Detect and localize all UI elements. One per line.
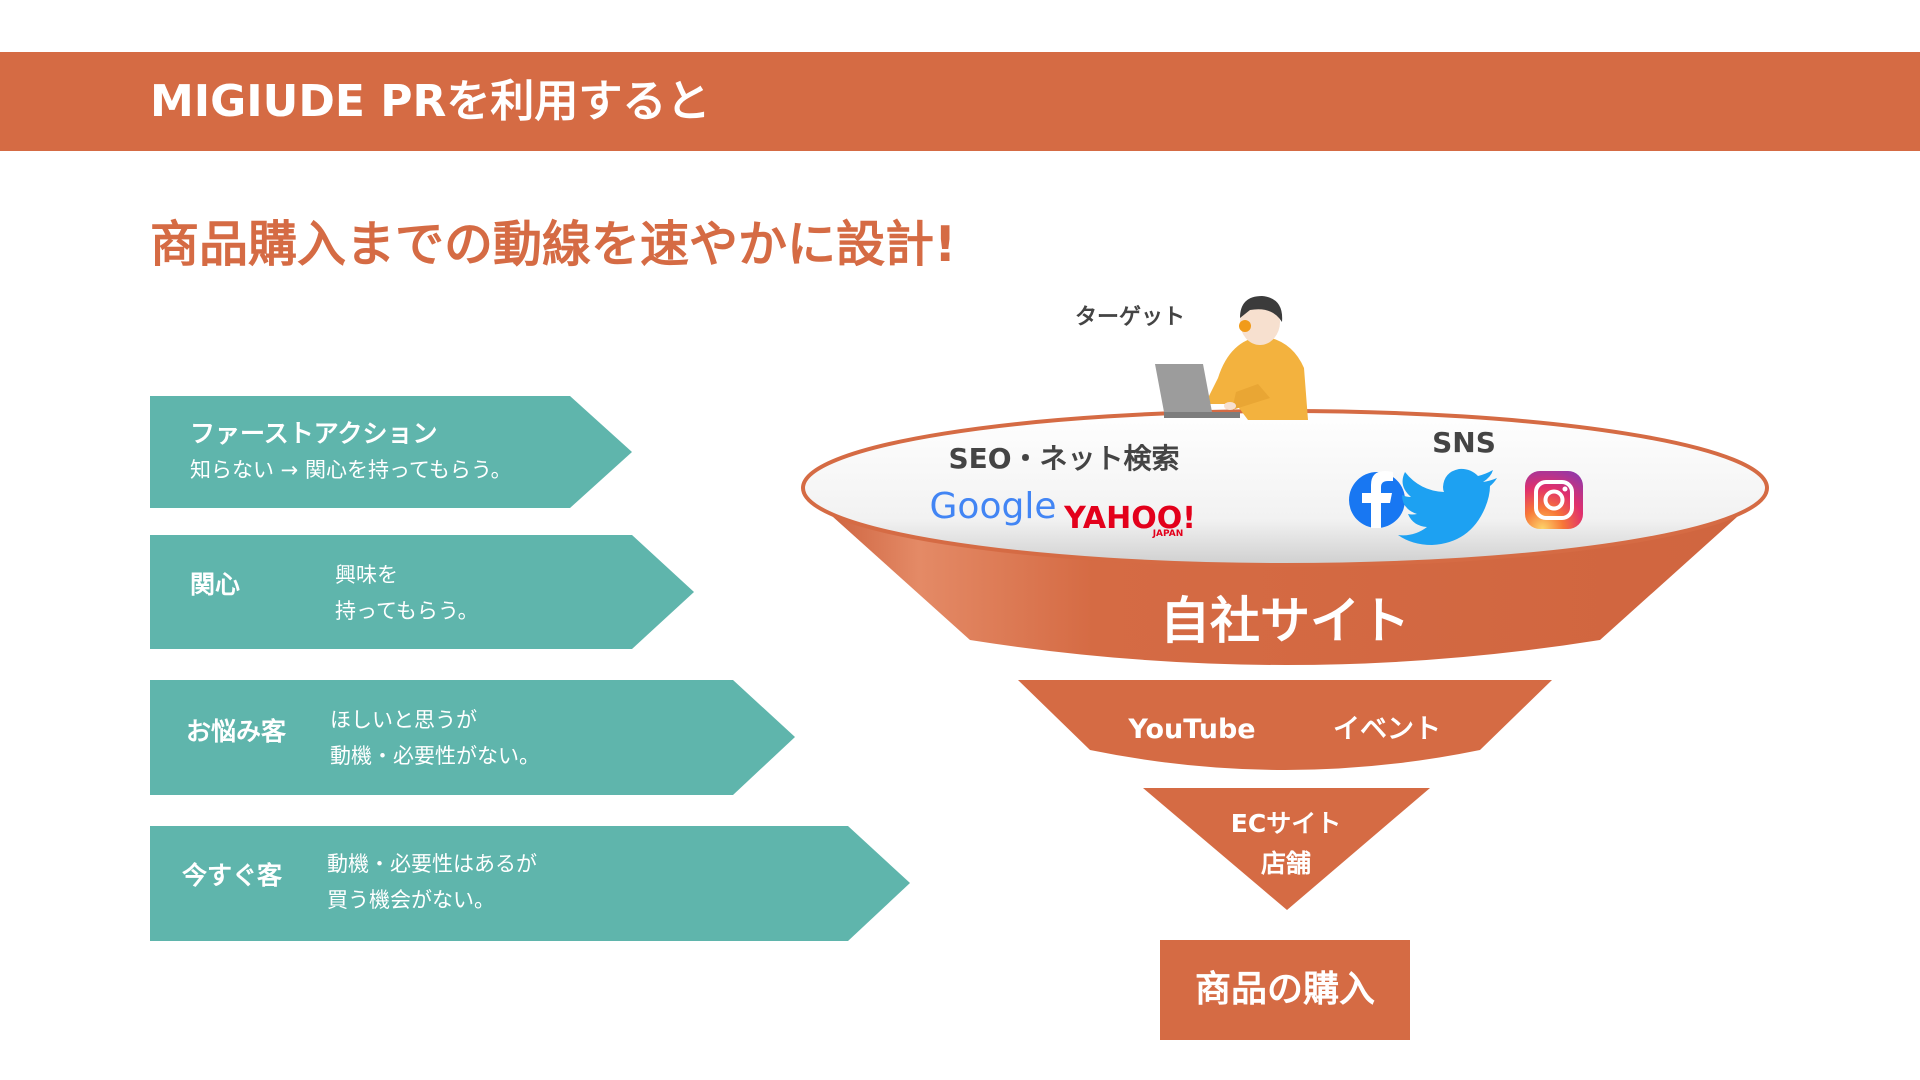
facebook-icon <box>1349 471 1405 528</box>
stage-arrow-first-action: ファーストアクション 知らない → 関心を持ってもらう。 <box>150 396 632 508</box>
stage-label: 関心 <box>190 570 241 599</box>
seo-label: SEO・ネット検索 <box>948 442 1179 475</box>
header-title: MIGIUDE PRを利用すると <box>150 76 711 127</box>
target-person-illustration <box>1155 296 1308 420</box>
stage-desc: 動機・必要性はあるが 買う機会がない。 <box>327 852 537 912</box>
stage-label: お悩み客 <box>186 717 287 746</box>
stage-arrow-interest: 関心 興味を 持ってもらう。 <box>150 535 694 649</box>
page-heading: 商品購入までの動線を速やかに設計! <box>150 216 957 273</box>
google-logo: Google <box>930 486 1057 527</box>
stage-arrow-ready: 今すぐ客 動機・必要性はあるが 買う機会がない。 <box>150 826 910 941</box>
stage-label: 今すぐ客 <box>182 861 283 890</box>
stage-desc: 興味を 持ってもらう。 <box>335 563 479 623</box>
target-label: ターゲット <box>1075 305 1185 330</box>
stage-label: ファーストアクション <box>190 419 438 448</box>
twitter-icon <box>1398 468 1497 545</box>
sns-label: SNS <box>1432 426 1496 459</box>
tier-3-label-2: 店舗 <box>1261 849 1311 878</box>
stage-arrow-troubled: お悩み客 ほしいと思うが 動機・必要性がない。 <box>150 680 795 795</box>
tier-3-label-1: ECサイト <box>1231 809 1341 838</box>
stage-desc: 知らない → 関心を持ってもらう。 <box>190 458 512 482</box>
yahoo-logo-sub: JAPAN <box>1152 529 1184 539</box>
funnel-tier-2 <box>1018 680 1552 770</box>
instagram-icon <box>1525 471 1583 529</box>
funnel-tier-3 <box>1143 788 1430 910</box>
yahoo-logo: YAHOO! <box>1063 501 1196 536</box>
tier-1-label: 自社サイト <box>1160 592 1410 650</box>
tier-2-label-right: イベント <box>1333 714 1441 745</box>
stage-desc: ほしいと思うが 動機・必要性がない。 <box>330 708 540 768</box>
tier-2-label-left: YouTube <box>1127 714 1255 745</box>
purchase-box: 商品の購入 <box>1160 940 1410 1040</box>
header-bar: MIGIUDE PRを利用すると <box>0 52 1920 151</box>
